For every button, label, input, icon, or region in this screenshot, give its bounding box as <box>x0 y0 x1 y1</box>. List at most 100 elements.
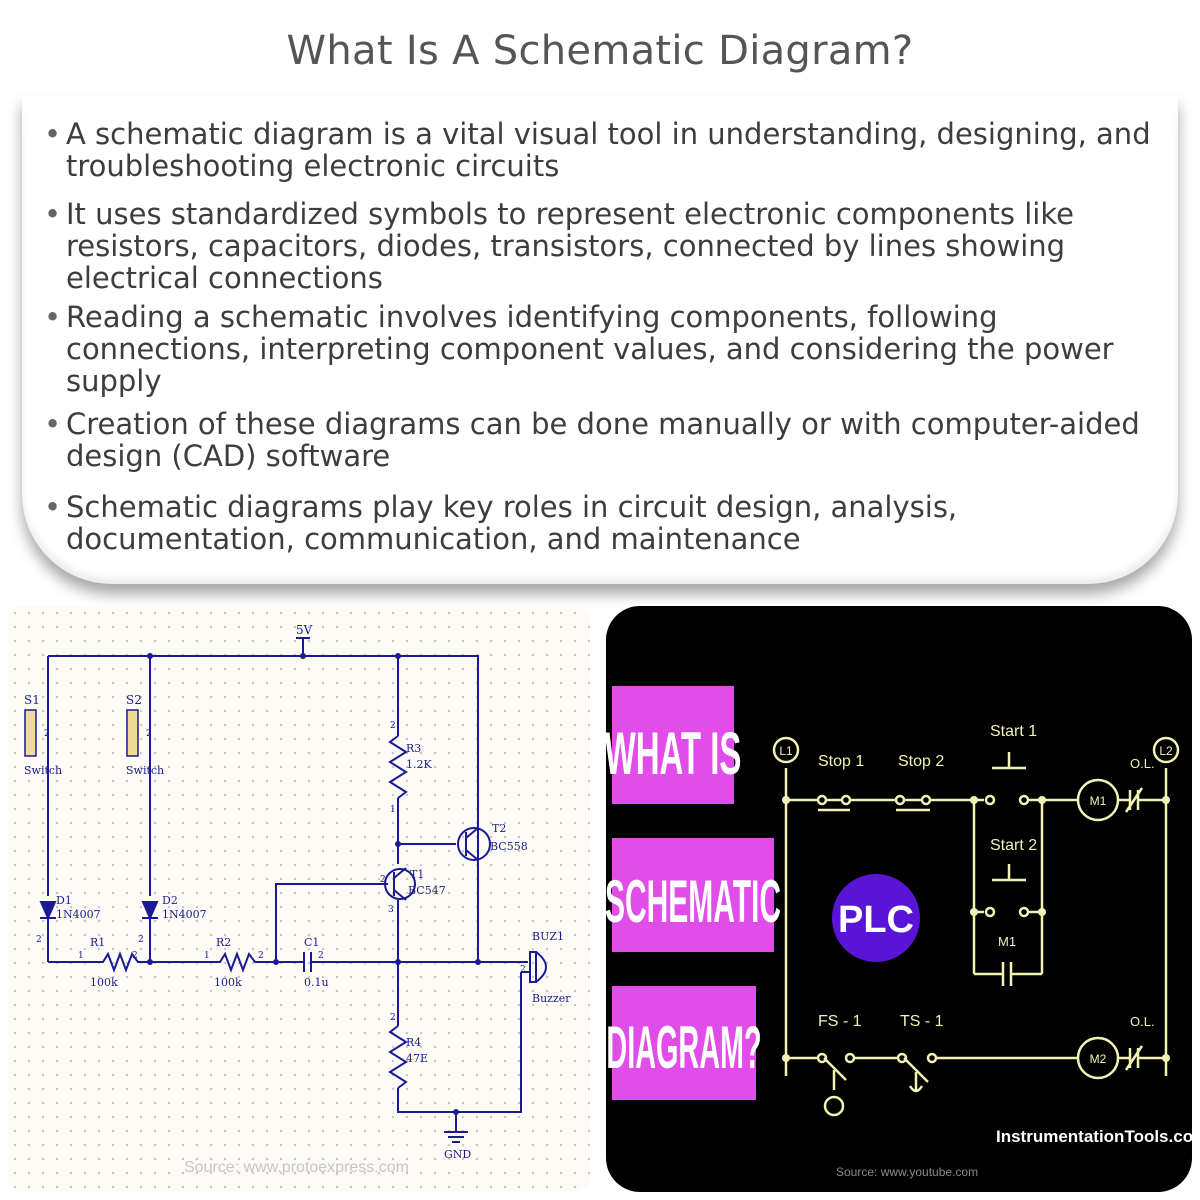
title-what-is: WHAT IS <box>606 721 741 788</box>
t1-body <box>384 868 416 900</box>
l1-node <box>772 736 800 764</box>
title-block-schematic <box>612 838 774 952</box>
ol-top-label: O.L. <box>1130 756 1155 771</box>
r4-value-label: 47E <box>406 1052 428 1065</box>
ts1-thermal <box>908 1072 924 1093</box>
contact-terminal <box>926 1052 938 1064</box>
junction-dot <box>1162 1054 1170 1062</box>
junction-dot <box>395 841 401 847</box>
junction-dot <box>395 959 401 965</box>
t1-base-wire <box>275 883 388 962</box>
pin-number: 2 <box>132 951 138 961</box>
plc-badge <box>832 874 920 962</box>
bullet-item: Creation of these diagrams can be done m… <box>42 408 1152 472</box>
right-source-label: Source: www.youtube.com <box>836 1165 978 1179</box>
contact-terminal <box>1018 906 1030 918</box>
contact-terminal <box>984 794 996 806</box>
t2-collector <box>465 849 479 861</box>
ol-bottom-slash <box>1124 1045 1144 1071</box>
start2-label: Start 2 <box>990 837 1037 854</box>
c1-value-label: 0.1u <box>304 976 329 989</box>
buzzer-label: BUZ1 <box>532 930 564 943</box>
contact-terminal <box>1018 794 1030 806</box>
s2-switch-symbol <box>126 709 139 757</box>
r3-symbol <box>388 735 408 799</box>
t1-value-label: BC547 <box>408 884 446 897</box>
m1-contact-label: M1 <box>998 934 1016 949</box>
page-title: What Is A Schematic Diagram? <box>286 28 914 74</box>
contact-terminal <box>816 794 828 806</box>
pin-number: 2 <box>390 721 396 731</box>
bullet-text: A schematic diagram is a vital visual to… <box>66 117 1151 183</box>
ol-top-slash <box>1124 787 1144 813</box>
t2-body <box>457 827 491 861</box>
ts1-switch <box>903 1057 929 1083</box>
bullet-text: Schematic diagrams play key roles in cir… <box>66 490 958 556</box>
t2-emitter <box>465 827 479 839</box>
l2-node <box>1152 736 1180 764</box>
l2-label: L2 <box>1159 744 1173 758</box>
pin-number: 2 <box>146 729 152 739</box>
contact-terminal <box>896 1052 908 1064</box>
brand-label: InstrumentationTools.com <box>996 1127 1192 1146</box>
contact-terminal <box>840 794 852 806</box>
ol-bottom-label: O.L. <box>1130 1014 1155 1029</box>
r4-symbol <box>388 1025 408 1089</box>
stop1-label: Stop 1 <box>818 753 864 770</box>
pin-number: 2 <box>318 951 324 961</box>
r4-label: R4 <box>406 1036 421 1049</box>
buzzer-horn <box>535 951 547 983</box>
pin-number: 2 <box>380 875 386 885</box>
title-schematic: SCHEMATIC <box>606 869 781 936</box>
d1-symbol <box>39 901 57 921</box>
m1-coil-label: M1 <box>1090 794 1107 808</box>
bullet-item: A schematic diagram is a vital visual to… <box>42 118 1152 182</box>
title-block-diagram <box>612 986 756 1100</box>
m2-coil-label: M2 <box>1090 1052 1107 1066</box>
start1-label: Start 1 <box>990 723 1037 740</box>
r3-value-label: 1.2K <box>406 758 432 771</box>
s2-label: S2 <box>126 693 142 707</box>
junction-dot <box>475 959 481 965</box>
contact-terminal <box>894 794 906 806</box>
bullet-text: Reading a schematic involves identifying… <box>66 300 1114 398</box>
fs1-float <box>823 1095 845 1117</box>
r4-ground-wire <box>397 972 522 1113</box>
junction-dot <box>395 653 401 659</box>
d1-label: D1 <box>56 894 72 907</box>
junction-dot <box>782 796 790 804</box>
junction-dot <box>300 653 306 659</box>
junction-dot <box>1038 796 1046 804</box>
contact-terminal <box>844 1052 856 1064</box>
bullet-item: Schematic diagrams play key roles in cir… <box>42 491 1152 555</box>
contact-terminal <box>920 794 932 806</box>
junction-dot <box>273 959 279 965</box>
r1-label: R1 <box>90 936 105 949</box>
electronic-schematic-image: 5V S1 Switch S2 Switch D1 1N4007 D2 1N40… <box>8 606 590 1192</box>
pin-number: 1 <box>78 951 84 961</box>
junction-dot <box>1038 908 1046 916</box>
r2-value-label: 100k <box>214 976 242 989</box>
pin-number: 2 <box>258 951 264 961</box>
junction-dot <box>453 1109 459 1115</box>
contact-terminal <box>984 906 996 918</box>
junction-dot <box>147 959 153 965</box>
s2-type-label: Switch <box>126 764 164 777</box>
s1-switch-symbol <box>24 709 37 757</box>
pin-number: 2 <box>390 1013 396 1023</box>
junction-dot <box>970 796 978 804</box>
t2-value-label: BC558 <box>490 840 528 853</box>
gnd-label: GND <box>444 1148 471 1161</box>
bullet-text: It uses standardized symbols to represen… <box>66 197 1074 295</box>
supply-rail-wire <box>48 655 479 962</box>
stop2-label: Stop 2 <box>898 753 944 770</box>
junction-dot <box>1162 796 1170 804</box>
r2-label: R2 <box>216 936 231 949</box>
pin-number: 1 <box>204 951 210 961</box>
junction-dot <box>782 1054 790 1062</box>
buzzer-type-label: Buzzer <box>532 992 571 1005</box>
c1-label: C1 <box>304 936 319 949</box>
d2-value-label: 1N4007 <box>162 908 207 921</box>
r1-value-label: 100k <box>90 976 118 989</box>
buzzer-body <box>529 951 537 983</box>
